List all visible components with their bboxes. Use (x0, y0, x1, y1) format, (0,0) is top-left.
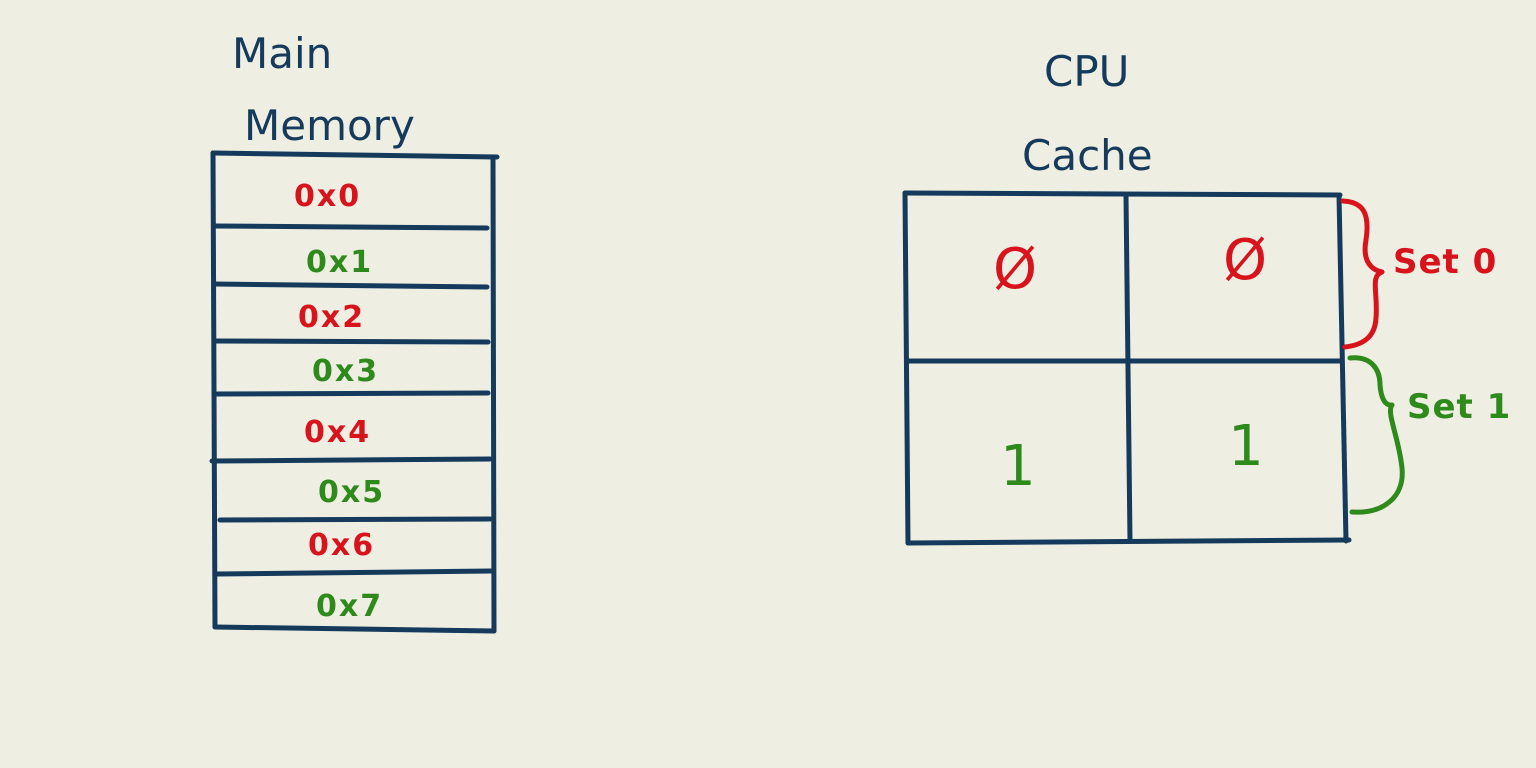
memory-address-label: 0x7 (316, 589, 383, 624)
cache-grid-top-border (902, 190, 1343, 198)
memory-address-label: 0x2 (298, 300, 365, 335)
memory-row-divider (209, 456, 493, 464)
cache-title-line2: Cache (1022, 131, 1153, 180)
memory-row-divider (217, 516, 493, 523)
cache-line-value: Ø (993, 237, 1037, 302)
memory-row-divider (211, 281, 490, 290)
cache-line-value: Ø (1223, 228, 1267, 293)
cache-grid-left-border (902, 190, 911, 546)
cache-line-value: 1 (1000, 434, 1036, 499)
cache-title-line1: CPU (1044, 47, 1129, 96)
memory-address-label: 0x4 (304, 415, 371, 450)
memory-table-top-border (210, 150, 500, 160)
memory-table-bottom-border (212, 624, 497, 634)
memory-address-label: 0x3 (312, 354, 379, 389)
memory-address-label: 0x5 (318, 475, 385, 510)
memory-row-divider (211, 390, 491, 397)
memory-row-divider (211, 338, 491, 345)
memory-table: 0x0 0x1 0x2 0x3 0x4 0x5 0x6 0x7 (209, 150, 500, 634)
set-1-brace (1347, 355, 1405, 515)
memory-table-right-border (490, 154, 497, 634)
memory-row-divider (213, 568, 494, 577)
memory-row-divider (211, 223, 490, 231)
set-0-label: Set 0 (1393, 242, 1497, 282)
memory-address-label: 0x1 (306, 245, 373, 280)
cache-grid: Ø Ø 1 1 (902, 190, 1352, 546)
cache-grid-right-border (1336, 192, 1349, 544)
memory-address-label: 0x0 (294, 179, 361, 214)
memory-address-label: 0x6 (308, 528, 375, 563)
cache-way-divider (1123, 193, 1133, 544)
set-1-label: Set 1 (1407, 387, 1511, 427)
set-0-brace (1340, 198, 1385, 350)
memory-table-left-border (210, 150, 218, 630)
cache-line-value: 1 (1228, 414, 1264, 479)
memory-title-line2: Memory (244, 101, 415, 150)
memory-title-line1: Main (232, 29, 332, 78)
